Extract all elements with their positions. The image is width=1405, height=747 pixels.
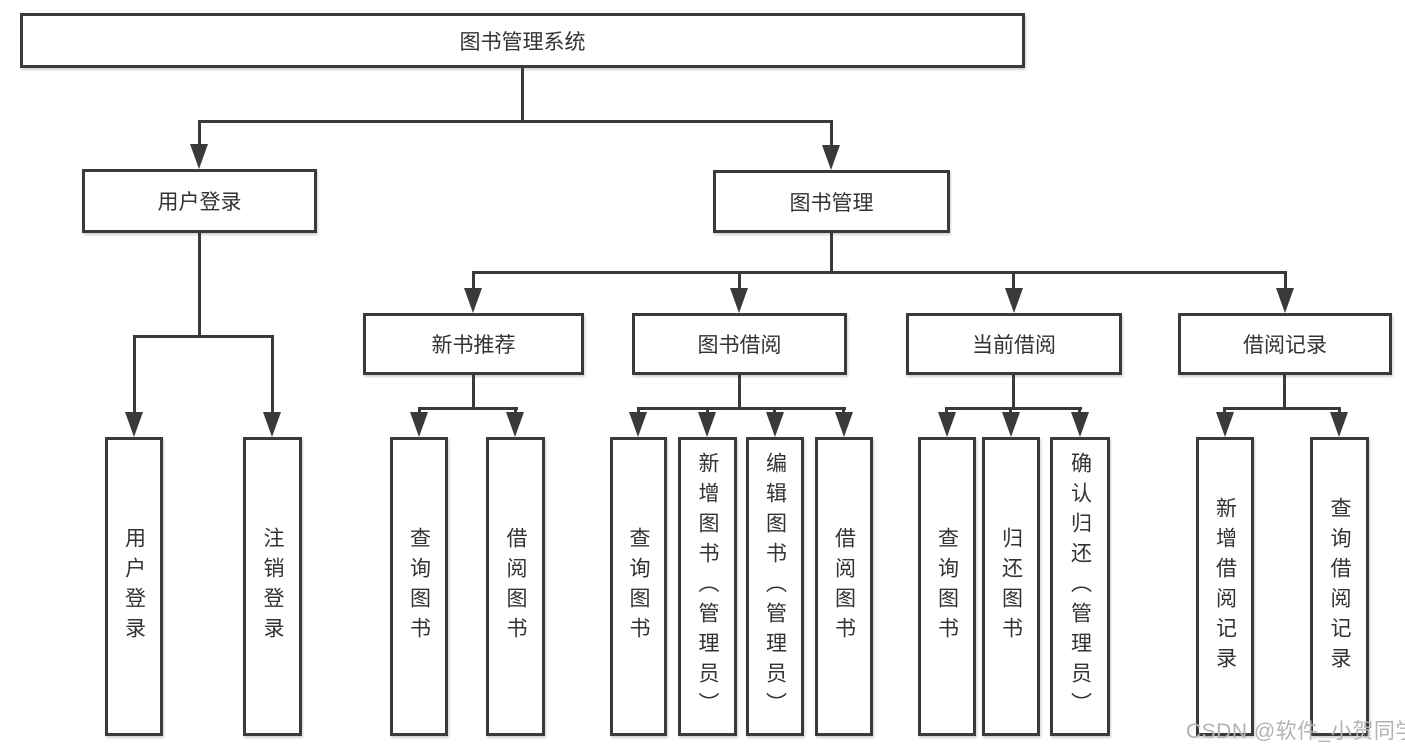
arrow-down-icon (506, 412, 524, 437)
leaf-query-books-current: 查询图书 (918, 437, 976, 736)
node-label: 用户登录 (122, 526, 146, 647)
connector-root-stem (521, 68, 524, 123)
connector-to-book-borrowing (738, 271, 741, 293)
node-label: 确认归还（管理员） (1068, 451, 1092, 722)
leaf-add-books-admin: 新增图书（管理员） (678, 437, 737, 736)
node-user-login: 用户登录 (82, 169, 317, 233)
node-label: 查询图书 (935, 526, 959, 647)
node-label: 查询借阅记录 (1328, 496, 1351, 677)
connector-to-borrow-records (1284, 271, 1287, 293)
node-label: 新增借阅记录 (1213, 496, 1237, 677)
node-label: 新增图书（管理员） (696, 451, 719, 722)
arrow-down-icon (1276, 288, 1294, 313)
arrow-down-icon (1330, 412, 1348, 437)
connector-newbooks-splitter (418, 407, 518, 410)
leaf-return-books: 归还图书 (982, 437, 1040, 736)
arrow-down-icon (730, 288, 748, 313)
arrow-down-icon (1002, 412, 1020, 437)
node-label: 图书管理系统 (459, 30, 586, 54)
node-new-book-recommendation: 新书推荐 (363, 313, 584, 375)
arrow-down-icon (629, 412, 647, 437)
node-label: 图书管理 (789, 191, 874, 215)
arrow-down-icon (263, 412, 281, 437)
leaf-user-login: 用户登录 (105, 437, 163, 736)
connector-currentborrow-splitter (945, 407, 1082, 410)
leaf-logout-login: 注销登录 (243, 437, 302, 736)
arrow-down-icon (125, 412, 143, 437)
arrow-down-icon (822, 145, 840, 170)
node-label: 查询图书 (627, 526, 650, 647)
node-label: 图书借阅 (697, 334, 782, 357)
connector-borrowrecords-stem (1283, 375, 1286, 410)
node-label: 新书推荐 (431, 334, 516, 357)
connector-currentborrow-stem (1012, 375, 1015, 410)
leaf-edit-books-admin: 编辑图书（管理员） (746, 437, 804, 736)
connector-userlogin-splitter (133, 335, 274, 338)
connector-bookborrow-stem (738, 375, 741, 410)
leaf-query-books-borrowing: 查询图书 (610, 437, 667, 736)
node-current-borrowing: 当前借阅 (906, 313, 1122, 375)
connector-to-leaf-logout (271, 335, 274, 417)
node-label: 归还图书 (999, 526, 1023, 647)
node-label: 借阅图书 (504, 526, 527, 647)
connector-to-user-login (198, 120, 201, 150)
node-book-management-system: 图书管理系统 (20, 13, 1025, 68)
arrow-down-icon (938, 412, 956, 437)
node-borrowing-records: 借阅记录 (1178, 313, 1392, 375)
connector-to-leaf-user-login (133, 335, 136, 417)
node-label: 用户登录 (157, 191, 242, 214)
arrow-down-icon (1005, 288, 1023, 313)
arrow-down-icon (410, 412, 428, 437)
connector-userlogin-stem (198, 233, 201, 337)
leaf-query-borrow-record: 查询借阅记录 (1310, 437, 1369, 736)
connector-bookmgmt-splitter (472, 271, 1286, 274)
arrow-down-icon (1216, 412, 1234, 437)
connector-bookmgmt-stem (830, 233, 833, 274)
leaf-query-books-newbooks: 查询图书 (390, 437, 448, 736)
csdn-watermark: CSDN @软件_小贺同学 (1186, 720, 1405, 743)
leaf-borrow-books-borrowing: 借阅图书 (815, 437, 873, 736)
node-book-management: 图书管理 (713, 170, 950, 233)
connector-bookborrow-splitter (637, 407, 846, 410)
arrow-down-icon (464, 288, 482, 313)
node-label: 编辑图书（管理员） (763, 451, 787, 722)
leaf-add-borrow-record: 新增借阅记录 (1196, 437, 1254, 736)
arrow-down-icon (1071, 412, 1089, 437)
arrow-down-icon (698, 412, 716, 437)
connector-to-current-borrowing (1012, 271, 1015, 293)
connector-borrowrecords-splitter (1223, 407, 1341, 410)
leaf-borrow-books-newbooks: 借阅图书 (486, 437, 545, 736)
node-label: 注销登录 (261, 526, 284, 647)
connector-newbooks-stem (472, 375, 475, 410)
arrow-down-icon (190, 144, 208, 169)
node-label: 当前借阅 (972, 334, 1056, 357)
node-label: 借阅记录 (1243, 334, 1327, 357)
connector-to-book-management (830, 120, 833, 151)
connector-to-new-books (472, 271, 475, 293)
node-label: 查询图书 (407, 526, 431, 647)
arrow-down-icon (835, 412, 853, 437)
arrow-down-icon (766, 412, 784, 437)
connector-root-splitter (198, 120, 833, 123)
node-book-borrowing: 图书借阅 (632, 313, 847, 375)
leaf-confirm-return-admin: 确认归还（管理员） (1050, 437, 1110, 736)
node-label: 借阅图书 (832, 526, 856, 647)
